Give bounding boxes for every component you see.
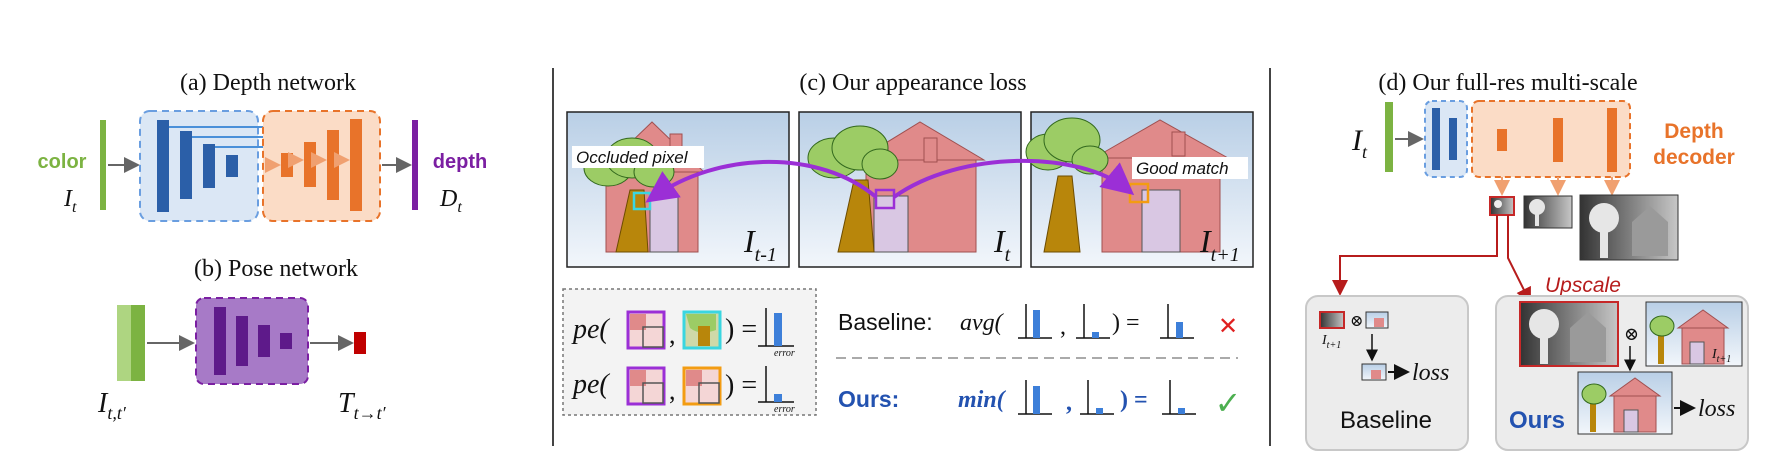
panel-a-depth-network: (a) Depth network color It de (38, 70, 487, 222)
panel-d-input-symbol: It (1351, 124, 1368, 162)
occluded-label-bg (572, 146, 704, 168)
input-symbol-it: It (63, 186, 77, 216)
encoder-layer-1 (157, 120, 169, 212)
depth-thumb-small (1489, 196, 1515, 216)
ours-title: Ours (1509, 407, 1565, 434)
frame-2-label: It (993, 223, 1011, 266)
panel-d-decoder-layer-3 (1607, 108, 1617, 172)
ours-label: Ours: (838, 386, 899, 412)
baseline-otimes: ⊗ (1350, 313, 1363, 330)
decoder-layer-2 (304, 142, 316, 187)
panel-d-title: (d) Our full-res multi-scale (1378, 70, 1637, 96)
depth-decoder-label-1: Depth (1664, 120, 1724, 143)
baseline-label: Baseline: (838, 309, 933, 335)
encoder-box (139, 110, 259, 222)
baseline-loss: loss (1412, 360, 1449, 386)
pose-layer-4 (280, 333, 292, 349)
panel-d-input-bar (1385, 102, 1393, 172)
pose-output-symbol: Tt→t′ (338, 388, 387, 423)
panel-c-appearance-loss: (c) Our appearance loss Occluded pixel I… (562, 70, 1254, 421)
encoder-layer-2 (180, 131, 192, 199)
svg-text:) =: ) = (1120, 387, 1148, 413)
panel-b-title: (b) Pose network (194, 256, 358, 282)
pose-layer-2 (236, 316, 248, 366)
encoder-layer-4 (226, 155, 238, 177)
ours-check: ✓ (1215, 385, 1242, 421)
svg-text:,: , (669, 320, 676, 349)
svg-text:) =: ) = (725, 370, 757, 401)
decoder-layer-1 (281, 153, 293, 177)
svg-text:,: , (1060, 314, 1066, 340)
svg-text:It+1: It+1 (1711, 347, 1731, 365)
multiscale-arrows (1494, 177, 1620, 196)
panel-b-pose-network: (b) Pose network It,t′ Tt→t′ (97, 256, 387, 423)
baseline-row: Baseline: avg( , ) = ✕ (838, 304, 1238, 340)
good-label-bg (1132, 157, 1248, 179)
pose-input-symbol: It,t′ (97, 388, 127, 423)
panel-c-title: (c) Our appearance loss (799, 70, 1026, 96)
panel-d-decoder-layer-1 (1497, 129, 1507, 151)
good-match-label: Good match (1136, 159, 1229, 178)
ours-otimes: ⊗ (1624, 324, 1639, 344)
arrow-to-baseline (1332, 215, 1498, 296)
svg-text:) =: ) = (725, 314, 757, 345)
panel-d-encoder-layer-2 (1449, 118, 1457, 160)
pose-input-bar-light (117, 305, 131, 381)
svg-text:,: , (669, 376, 676, 405)
upscale-label: Upscale (1545, 274, 1621, 297)
baseline-fn: avg( (960, 310, 1005, 336)
depth-label: depth (433, 151, 487, 173)
pe-row-occluded: pe( , ) = error (571, 308, 795, 359)
depth-decoder-label-2: decoder (1653, 146, 1735, 169)
depth-thumb-large (1579, 194, 1679, 261)
ours-loss: loss (1698, 396, 1735, 422)
svg-text:) =: ) = (1112, 310, 1140, 336)
frame-t-minus-1: Occluded pixel It-1 (566, 111, 790, 268)
depth-bar-purple (412, 120, 418, 210)
correspondence-arrow-right (892, 158, 1135, 199)
encoder-layer-3 (203, 144, 215, 188)
occluded-label: Occluded pixel (576, 148, 689, 167)
panel-d-encoder-layer-1 (1432, 108, 1440, 170)
svg-text:,: , (1066, 390, 1072, 416)
frame-1-label: It-1 (743, 223, 777, 266)
baseline-cross: ✕ (1218, 313, 1238, 340)
pose-input-bar-dark (131, 305, 145, 381)
depth-thumb-medium (1523, 195, 1573, 229)
frame-t-plus-1: Good match It+1 (1025, 111, 1254, 268)
panel-d-encoder-box (1424, 100, 1468, 178)
ours-row: Ours: min( , ) = ✓ (838, 380, 1241, 421)
input-bar-green (100, 120, 106, 210)
panel-d-decoder-layer-2 (1553, 118, 1563, 162)
ours-fn: min( (958, 387, 1007, 413)
ours-box: ⊗ It+1 loss Ours (1495, 295, 1749, 451)
baseline-box: ⊗ It+1 loss Baseline (1305, 295, 1469, 451)
svg-text:pe(: pe( (571, 314, 610, 345)
svg-text:error: error (774, 404, 795, 415)
pose-output-block (354, 332, 366, 354)
svg-text:It+1: It+1 (1321, 333, 1341, 351)
pose-layer-3 (258, 325, 270, 357)
panel-d-full-res-multiscale: (d) Our full-res multi-scale It Depth de… (1305, 70, 1749, 451)
panel-d-decoder-box (1471, 100, 1631, 178)
arrow-to-upscale (1507, 215, 1531, 304)
svg-text:error: error (774, 348, 795, 359)
color-label: color (38, 151, 87, 173)
baseline-title: Baseline (1340, 407, 1432, 434)
decoder-layer-3 (327, 130, 339, 200)
svg-text:pe(: pe( (571, 369, 610, 400)
decoder-internal-arrows (265, 152, 350, 173)
correspondence-arrow-left (645, 159, 878, 203)
decoder-box (262, 110, 381, 222)
pe-row-good: pe( , ) = error (571, 366, 795, 415)
reference-pixel-marker (874, 188, 896, 210)
pose-layer-1 (214, 307, 226, 375)
output-symbol-dt: Dt (439, 186, 462, 216)
frame-3-label: It+1 (1199, 223, 1240, 266)
decoder-layer-4 (350, 119, 362, 211)
panel-a-title: (a) Depth network (180, 70, 356, 96)
frame-t: It (798, 111, 1022, 268)
